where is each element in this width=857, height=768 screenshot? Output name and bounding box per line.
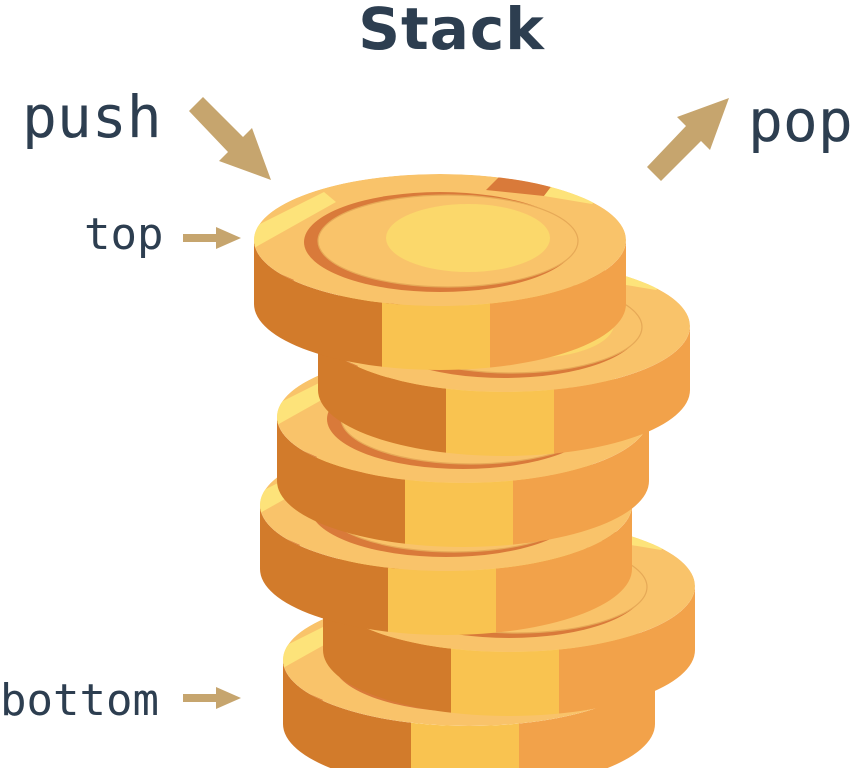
bottom-label: bottom	[0, 675, 159, 726]
coin-top	[254, 174, 626, 370]
pop-arrow-icon	[647, 98, 729, 181]
diagram-title: Stack	[358, 0, 545, 63]
pop-label: pop	[748, 87, 853, 155]
push-arrow-icon	[189, 97, 271, 180]
bottom-pointer-arrow-icon	[183, 687, 241, 709]
top-label: top	[84, 209, 164, 260]
top-pointer-arrow-icon	[183, 227, 241, 249]
coins-layer	[254, 174, 695, 768]
push-label: push	[22, 83, 162, 151]
